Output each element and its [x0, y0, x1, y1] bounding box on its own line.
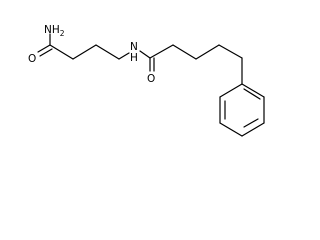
bond-c3-c4	[95, 44, 120, 60]
bond-c2-c3	[72, 44, 97, 60]
bond-c1-c2	[49, 44, 74, 60]
bond-c1-o-b	[39, 48, 53, 57]
bond-c4-n	[118, 52, 130, 60]
bond-c6-c7	[172, 44, 197, 60]
bond-n-c5	[139, 50, 151, 59]
amine-label: NH2	[44, 24, 65, 38]
amide-n-label: N	[130, 41, 138, 53]
oxygen-right-label: O	[147, 73, 155, 85]
benzene-ring	[219, 83, 265, 137]
amide-h-label: H	[130, 52, 138, 64]
bond-c8-c9	[218, 44, 243, 59]
bond-c5-c6	[149, 44, 174, 59]
bond-c1-o-a	[37, 44, 51, 53]
oxygen-left-label: O	[28, 53, 36, 65]
structure-diagram: NH2 O N H O	[28, 24, 265, 137]
bond-c7-c8	[195, 44, 220, 60]
